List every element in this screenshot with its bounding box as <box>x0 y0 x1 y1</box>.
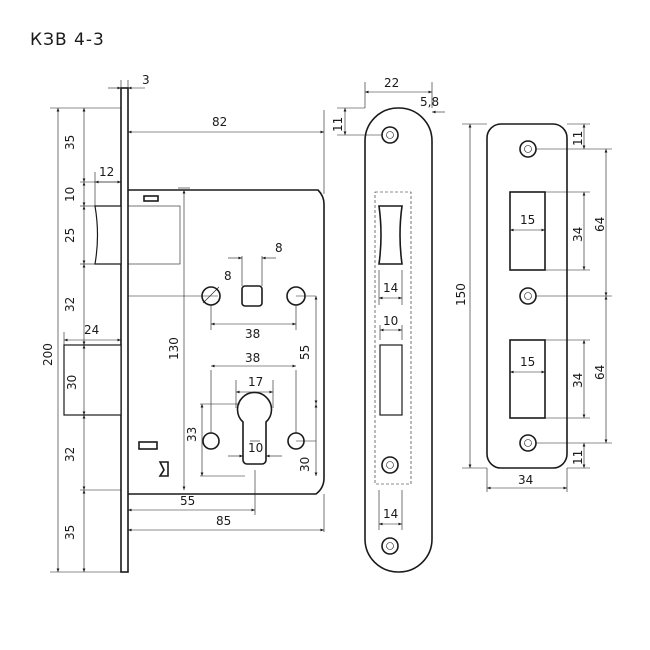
latch-bolt <box>94 205 122 265</box>
dim-vertical-55: 55 <box>298 345 312 360</box>
dim-overall-height: 200 <box>41 343 55 366</box>
dim-front-offset: 5,8 <box>420 95 439 109</box>
small-latch <box>138 441 158 450</box>
dim-spacing-lower: 32 <box>63 447 77 462</box>
spindle-square <box>241 285 263 307</box>
front-latch <box>378 205 403 265</box>
dim-front-latch: 14 <box>383 281 398 295</box>
front-view: 22 5,8 11 14 10 14 <box>331 76 445 573</box>
front-cutout <box>374 191 412 485</box>
dim-cylinder-height: 33 <box>185 427 199 442</box>
dim-backset-55: 55 <box>180 494 195 508</box>
dim-cylinder-width: 17 <box>248 375 263 389</box>
switch-lever <box>158 461 169 477</box>
front-plate <box>364 107 433 573</box>
drawing-title: КЗВ 4-3 <box>30 30 105 50</box>
dim-screw-38-mid: 38 <box>245 351 260 365</box>
dim-strike-spacing-2: 64 <box>593 365 607 380</box>
dim-strike-cut-h2: 34 <box>571 373 585 388</box>
cylinder-screw-left <box>202 432 220 450</box>
dim-bolt-width: 24 <box>84 323 99 337</box>
dead-bolt <box>63 344 122 416</box>
front-bolt <box>379 344 403 416</box>
dim-strike-top: 11 <box>571 131 585 146</box>
strike-screw-bottom <box>519 434 537 452</box>
dim-front-width: 22 <box>384 76 399 90</box>
dim-spacing-upper: 32 <box>63 297 77 312</box>
dim-cylinder-slot: 10 <box>248 441 263 455</box>
dim-bolt-height: 30 <box>65 375 79 390</box>
dim-strike-cut-h1: 34 <box>571 227 585 242</box>
strike-plate-view: 150 11 15 34 64 15 34 64 11 34 <box>454 123 612 492</box>
dim-front-bolt: 10 <box>383 314 398 328</box>
dim-strike-spacing-1: 64 <box>593 217 607 232</box>
front-screw-mid <box>381 456 399 474</box>
dim-strike-cut-w2: 15 <box>520 355 535 369</box>
dim-strike-width: 34 <box>518 473 533 487</box>
dim-strike-bottom: 11 <box>571 450 585 465</box>
latch-tail <box>127 205 181 265</box>
dim-latch-gap: 10 <box>63 187 77 202</box>
dim-front-screw: 11 <box>331 117 345 132</box>
dim-depth-85: 85 <box>216 514 231 528</box>
dim-strike-height: 150 <box>454 283 468 306</box>
dim-strike-cut-w1: 15 <box>520 213 535 227</box>
front-screw-bottom <box>381 537 399 555</box>
dim-latch-top: 35 <box>63 135 77 150</box>
strike-cutout-upper <box>509 191 546 271</box>
dim-latch-width: 12 <box>99 165 114 179</box>
dim-hole: 8 <box>224 269 232 283</box>
strike-screw-top <box>519 140 537 158</box>
strike-screw-mid <box>519 287 537 305</box>
dim-bottom: 35 <box>63 525 77 540</box>
dim-thickness: 3 <box>142 73 150 87</box>
lock-body <box>128 189 325 495</box>
front-screw-top <box>381 126 399 144</box>
dim-latch-height: 25 <box>63 228 77 243</box>
dim-handle-spacing: 130 <box>167 337 181 360</box>
dim-front-bottom: 14 <box>383 507 398 521</box>
side-view: 3 82 35 12 10 25 32 24 30 32 35 200 130 … <box>41 73 325 573</box>
dim-screw-38-top: 38 <box>245 327 260 341</box>
dim-backset-82: 82 <box>212 115 227 129</box>
dim-spindle: 8 <box>275 241 283 255</box>
dim-vertical-30: 30 <box>298 457 312 472</box>
latch-pin <box>143 195 159 202</box>
faceplate <box>120 87 129 573</box>
strike-cutout-lower <box>509 339 546 419</box>
